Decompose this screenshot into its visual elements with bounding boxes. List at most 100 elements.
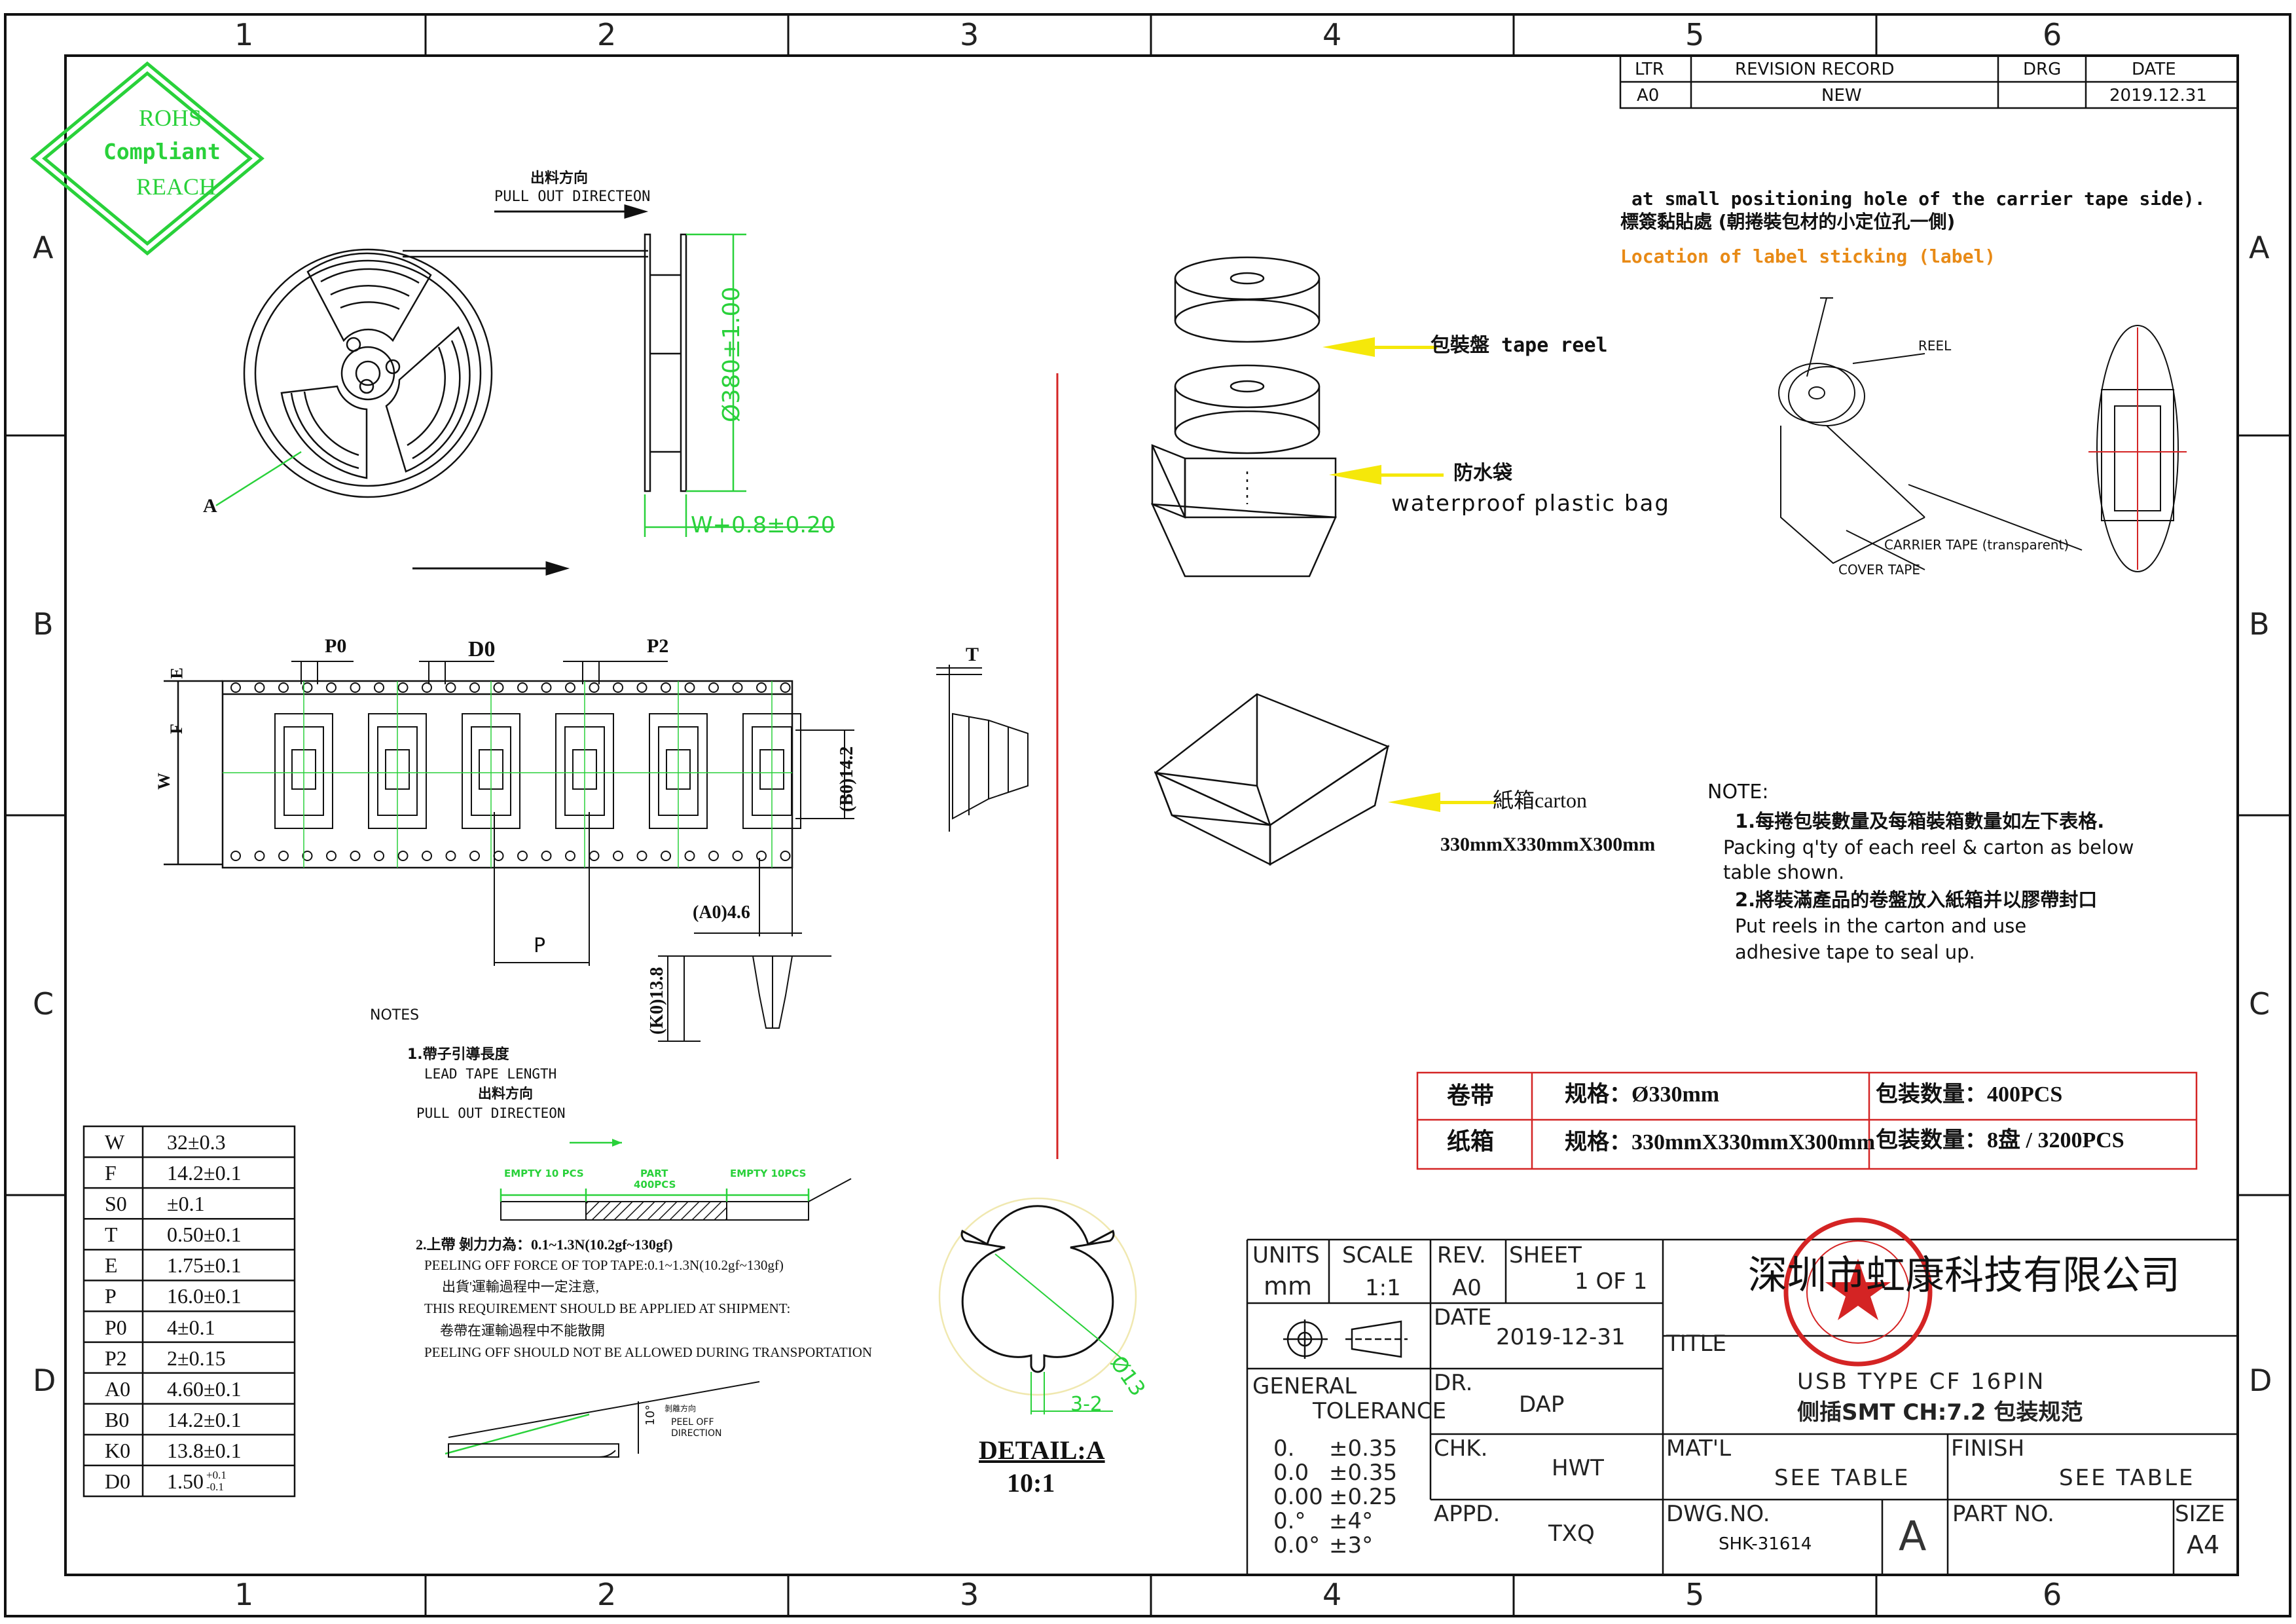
sprocket-hole (326, 851, 337, 861)
lead-tape-diagram (500, 1201, 809, 1221)
dwg-value: SHK-31614 (1719, 1534, 1812, 1554)
dim-table-key: S0 (105, 1192, 127, 1216)
zone-col-2-bottom: 2 (597, 1577, 617, 1612)
sprocket-hole (684, 851, 695, 861)
sprocket-hole (254, 682, 265, 693)
sprocket-hole (493, 682, 504, 693)
carton-label: 紙箱carton (1493, 788, 1587, 812)
part-no-label: PART NO. (1952, 1501, 2054, 1527)
tolerance-precision: 0.° (1273, 1508, 1306, 1534)
sprocket-hole (302, 851, 313, 861)
dim-table-key: W (105, 1130, 125, 1154)
rev-value: A0 (1452, 1275, 1482, 1301)
sprocket-hole (684, 682, 695, 693)
bag-label-cn: 防水袋 (1453, 462, 1512, 485)
note-right-title: NOTE: (1707, 781, 1769, 803)
part-qty: 400PCS (634, 1179, 676, 1190)
chk-value: HWT (1552, 1455, 1604, 1481)
reel-front-view (243, 248, 648, 498)
empty2-label: EMPTY 10PCS (730, 1168, 807, 1179)
rohs-badge (30, 61, 264, 256)
sprocket-hole (230, 682, 241, 693)
sprocket-hole (374, 851, 384, 861)
tolerance-precision: 0. (1273, 1435, 1295, 1462)
dim-table-key: F (105, 1161, 117, 1185)
dim-table-value: 32±0.3 (167, 1130, 226, 1154)
dim-table-value: 14.2±0.1 (167, 1407, 242, 1431)
finish-label: FINISH (1951, 1435, 2025, 1462)
sprocket-hole (422, 851, 432, 861)
zone-col-3: 3 (960, 17, 979, 52)
dim-table-value: ±0.1 (167, 1192, 205, 1216)
compliant-label: Compliant (103, 139, 221, 164)
rev-header-date: DATE (2132, 60, 2176, 79)
zone-col-1-bottom: 1 (234, 1577, 254, 1612)
note2-ship-cn: 出貨'運輸過程中一定注意, (442, 1279, 600, 1295)
dim-p2: P2 (647, 635, 669, 657)
dim-f: F (166, 724, 186, 734)
company-stamp (1783, 1217, 1933, 1367)
sprocket-hole (469, 682, 480, 693)
sprocket-hole (302, 682, 313, 693)
pack-spec-carton: 规格：330mmX330mmX300mm (1565, 1130, 1876, 1154)
sprocket-hole (469, 851, 480, 861)
dim-k0: (K0)13.8 (647, 967, 667, 1035)
note2-en: PEELING OFF FORCE OF TOP TAPE:0.1~1.3N(1… (424, 1257, 784, 1273)
zone-row-d: D (33, 1363, 56, 1398)
note-right-2-en2: adhesive tape to seal up. (1735, 941, 1975, 963)
note1-cn: 1.帶子引導長度 (407, 1046, 509, 1063)
label-note-line1: at small positioning hole of the carrier… (1631, 188, 2206, 210)
dr-value: DAP (1519, 1392, 1565, 1418)
title-label: TITLE (1666, 1331, 1726, 1357)
dim-p0: P0 (325, 635, 347, 657)
dim-table-value: 0.50±0.1 (167, 1223, 242, 1247)
note-right-1-en1: Packing q'ty of each reel & carton as be… (1723, 836, 2134, 858)
dim-table-value: 1.50 (167, 1469, 204, 1493)
sprocket-hole (589, 851, 600, 861)
dim-table-key: P (105, 1284, 117, 1308)
cover-tape-tag: COVER TAPE (1838, 562, 1920, 578)
sprocket-hole (397, 851, 409, 861)
rev-label: REV. (1437, 1242, 1486, 1268)
sheet-label: SHEET (1509, 1242, 1582, 1268)
dim-table-key: P2 (105, 1346, 127, 1370)
zone-row-c: C (33, 986, 54, 1022)
dim-table-value: 1.75±0.1 (167, 1253, 242, 1278)
sprocket-hole (756, 851, 767, 861)
detail-slot: 3-2 (1070, 1393, 1102, 1416)
zone-row-d-right: D (2249, 1363, 2272, 1398)
rev-header-ltr: LTR (1635, 60, 1664, 79)
tolerance-precision: 0.0° (1273, 1532, 1321, 1559)
pack-qty-reel: 包装数量：400PCS (1876, 1082, 2063, 1107)
note1-dir-cn: 出料方向 (478, 1086, 533, 1101)
dim-table-value: 13.8±0.1 (167, 1438, 242, 1462)
sprocket-hole (493, 851, 504, 861)
rev-header-record: REVISION RECORD (1735, 60, 1895, 79)
scale-label: SCALE (1342, 1242, 1414, 1268)
units-label: UNITS (1252, 1242, 1320, 1268)
rev-ltr: A0 (1637, 86, 1660, 105)
appd-label: APPD. (1434, 1501, 1501, 1527)
tolerance-precision: 0.0 (1273, 1460, 1309, 1486)
sprocket-hole (661, 682, 671, 693)
sprocket-hole (445, 682, 456, 693)
zone-col-5-bottom: 5 (1685, 1577, 1705, 1612)
sprocket-hole (397, 682, 409, 693)
sprocket-hole (636, 851, 647, 861)
label-note-line2: 標簽黏貼處 (朝捲裝包材的小定位孔一側) (1620, 211, 1956, 232)
peel-cn: 剝離方向 (665, 1404, 697, 1413)
pack-type-carton: 纸箱 (1447, 1128, 1495, 1154)
zone-col-6: 6 (2043, 17, 2062, 52)
dim-table-key: P0 (105, 1315, 127, 1339)
sprocket-hole (230, 851, 241, 861)
detail-ref-a: A (203, 495, 217, 517)
dim-table-key: K0 (105, 1438, 131, 1462)
sprocket-hole (254, 851, 265, 861)
sprocket-hole (278, 851, 289, 861)
zone-row-b: B (33, 606, 54, 642)
sprocket-hole (517, 851, 528, 861)
chk-label: CHK. (1434, 1435, 1488, 1462)
date-value: 2019-12-31 (1496, 1324, 1626, 1350)
detail-title: DETAIL:A (979, 1435, 1105, 1465)
dim-table-value: 4.60±0.1 (167, 1376, 242, 1401)
